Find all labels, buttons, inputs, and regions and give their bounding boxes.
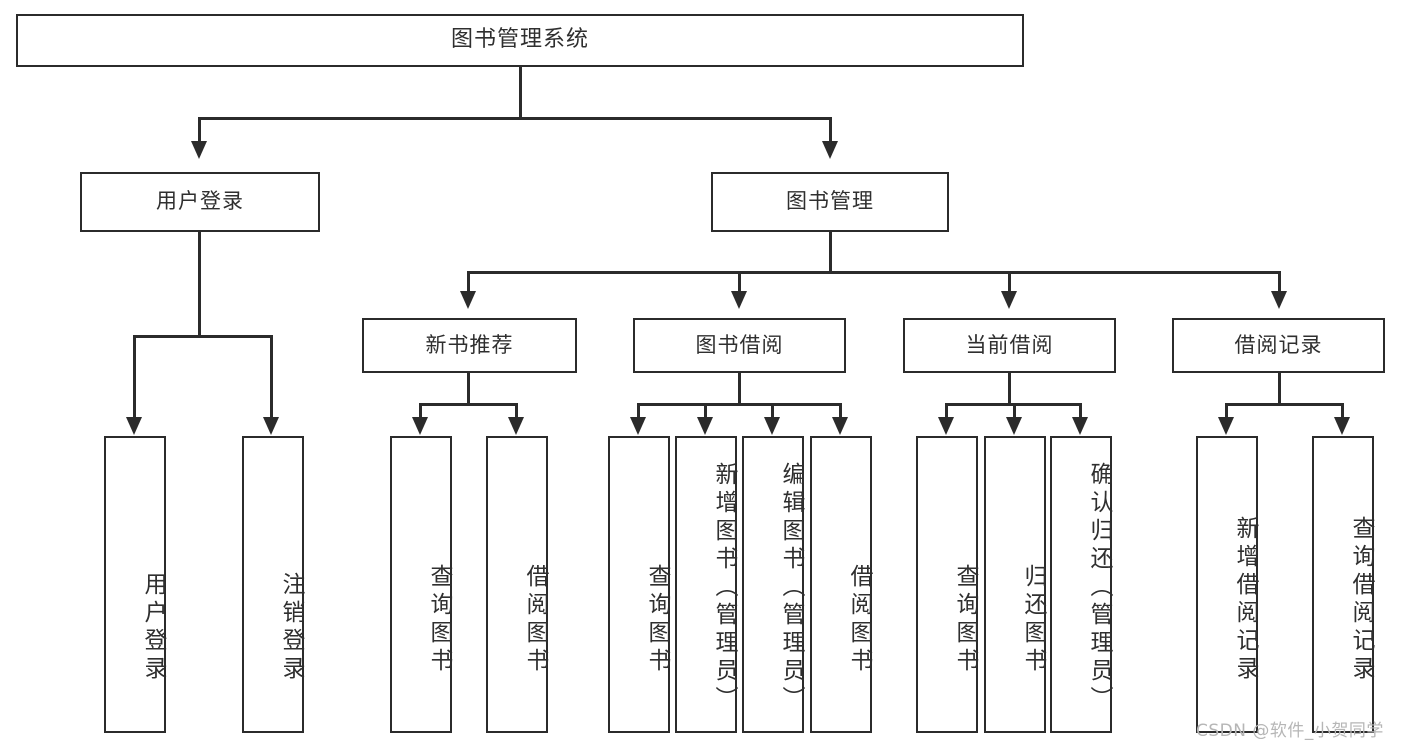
leaf-br-query-record[interactable]: 查询借阅记录: [1312, 436, 1374, 733]
node-label: 图书借阅: [695, 332, 784, 357]
leaf-bb-edit-book-admin[interactable]: 编辑图书（管理员）: [742, 436, 804, 733]
arrow-br-leaf-2: [1334, 417, 1350, 435]
arrow-nbr-leaf-1: [412, 417, 428, 435]
node-label: 确认归还（管理员）: [1086, 461, 1112, 714]
connector-root-drop-left: [198, 117, 201, 143]
leaf-bb-add-book-admin[interactable]: 新增图书（管理员）: [675, 436, 737, 733]
connector-bb-stem: [738, 373, 741, 405]
arrow-to-book-manage: [822, 141, 838, 159]
arrow-cb-leaf-3: [1072, 417, 1088, 435]
leaf-user-login[interactable]: 用户登录: [104, 436, 166, 733]
node-label: 查询图书: [952, 563, 978, 676]
leaf-br-add-record[interactable]: 新增借阅记录: [1196, 436, 1258, 733]
connector-nbr-bus: [419, 403, 517, 406]
connector-user-login-stem: [198, 232, 201, 337]
connector-book-manage-drop-2: [738, 271, 741, 293]
node-book-borrow[interactable]: 图书借阅: [633, 318, 846, 373]
arrow-bb-leaf-3: [764, 417, 780, 435]
leaf-nbr-query-book[interactable]: 查询图书: [390, 436, 452, 733]
connector-bb-bus: [637, 403, 841, 406]
node-borrow-record[interactable]: 借阅记录: [1172, 318, 1385, 373]
connector-bb-drop-4: [839, 403, 842, 419]
arrow-to-current-borrow: [1001, 291, 1017, 309]
node-label: 新增图书（管理员）: [711, 461, 737, 714]
leaf-bb-query-book[interactable]: 查询图书: [608, 436, 670, 733]
node-new-book-recommend[interactable]: 新书推荐: [362, 318, 577, 373]
arrow-br-leaf-1: [1218, 417, 1234, 435]
arrow-to-logout-leaf: [263, 417, 279, 435]
watermark-text: CSDN @软件_小贺同学: [1196, 721, 1384, 741]
connector-br-stem: [1278, 373, 1281, 405]
connector-user-login-drop-1: [133, 335, 136, 419]
node-book-manage[interactable]: 图书管理: [711, 172, 949, 232]
arrow-to-book-borrow: [731, 291, 747, 309]
node-label: 借阅图书: [846, 563, 872, 676]
node-label: 用户登录: [156, 189, 244, 214]
connector-book-manage-drop-3: [1008, 271, 1011, 293]
node-label: 借阅记录: [1234, 332, 1323, 357]
node-label: 图书管理: [786, 189, 874, 214]
connector-book-manage-bus: [467, 271, 1278, 274]
connector-bb-drop-1: [637, 403, 640, 419]
arrow-to-user-login: [191, 141, 207, 159]
connector-nbr-drop-2: [515, 403, 518, 419]
arrow-bb-leaf-4: [832, 417, 848, 435]
watermark: CSDN @软件_小贺同学: [1196, 716, 1384, 741]
node-label: 新增借阅记录: [1232, 515, 1258, 684]
node-label: 新书推荐: [425, 332, 514, 357]
connector-book-manage-stem: [829, 232, 832, 273]
arrow-nbr-leaf-2: [508, 417, 524, 435]
arrow-to-user-login-leaf: [126, 417, 142, 435]
arrow-to-borrow-record: [1271, 291, 1287, 309]
node-label: 查询图书: [426, 563, 452, 676]
leaf-cb-return-book[interactable]: 归还图书: [984, 436, 1046, 733]
connector-user-login-bus: [133, 335, 272, 338]
node-label: 查询图书: [644, 563, 670, 676]
connector-book-manage-drop-1: [467, 271, 470, 293]
arrow-bb-leaf-1: [630, 417, 646, 435]
connector-br-drop-2: [1341, 403, 1344, 419]
node-user-login[interactable]: 用户登录: [80, 172, 320, 232]
connector-bb-drop-2: [704, 403, 707, 419]
node-label: 归还图书: [1020, 563, 1046, 676]
connector-root-stem: [519, 67, 522, 118]
leaf-bb-borrow-book[interactable]: 借阅图书: [810, 436, 872, 733]
node-label: 编辑图书（管理员）: [778, 461, 804, 714]
connector-cb-stem: [1008, 373, 1011, 405]
node-label: 用户登录: [140, 571, 166, 684]
node-label: 图书管理系统: [450, 27, 589, 53]
connector-cb-drop-2: [1013, 403, 1016, 419]
connector-nbr-drop-1: [419, 403, 422, 419]
node-label: 注销登录: [278, 571, 304, 684]
leaf-cb-confirm-return-admin[interactable]: 确认归还（管理员）: [1050, 436, 1112, 733]
node-root-system[interactable]: 图书管理系统: [16, 14, 1024, 67]
node-current-borrow[interactable]: 当前借阅: [903, 318, 1116, 373]
connector-nbr-stem: [467, 373, 470, 405]
leaf-logout[interactable]: 注销登录: [242, 436, 304, 733]
arrow-cb-leaf-1: [938, 417, 954, 435]
connector-book-manage-drop-4: [1278, 271, 1281, 293]
connector-root-drop-right: [829, 117, 832, 143]
arrow-to-new-book-recommend: [460, 291, 476, 309]
arrow-bb-leaf-2: [697, 417, 713, 435]
node-label: 借阅图书: [522, 563, 548, 676]
leaf-nbr-borrow-book[interactable]: 借阅图书: [486, 436, 548, 733]
arrow-cb-leaf-2: [1006, 417, 1022, 435]
connector-cb-drop-3: [1079, 403, 1082, 419]
connector-bb-drop-3: [771, 403, 774, 419]
connector-br-bus: [1225, 403, 1343, 406]
node-label: 查询借阅记录: [1348, 515, 1374, 684]
connector-br-drop-1: [1225, 403, 1228, 419]
node-label: 当前借阅: [965, 332, 1054, 357]
leaf-cb-query-book[interactable]: 查询图书: [916, 436, 978, 733]
connector-cb-drop-1: [945, 403, 948, 419]
connector-root-bus: [198, 117, 832, 120]
connector-user-login-drop-2: [270, 335, 273, 419]
